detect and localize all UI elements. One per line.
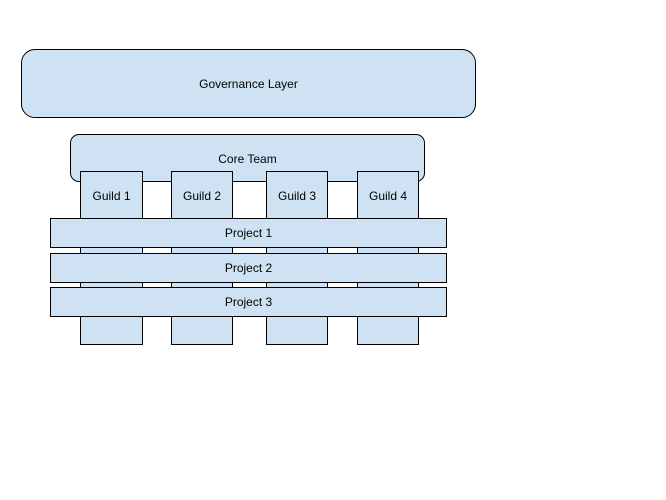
guild-2-label: Guild 2: [182, 189, 222, 203]
guild-3-label: Guild 3: [277, 189, 317, 203]
governance-layer-box: Governance Layer: [21, 49, 476, 118]
project-1-row: Project 1: [50, 218, 447, 248]
project-1-label: Project 1: [224, 226, 273, 240]
core-team-label: Core Team: [218, 152, 277, 166]
governance-layer-label: Governance Layer: [199, 77, 298, 91]
project-2-row: Project 2: [50, 253, 447, 283]
project-2-label: Project 2: [224, 261, 273, 275]
guild-4-label: Guild 4: [368, 189, 408, 203]
project-3-label: Project 3: [224, 295, 273, 309]
guild-1-label: Guild 1: [92, 189, 131, 203]
project-3-row: Project 3: [50, 287, 447, 317]
